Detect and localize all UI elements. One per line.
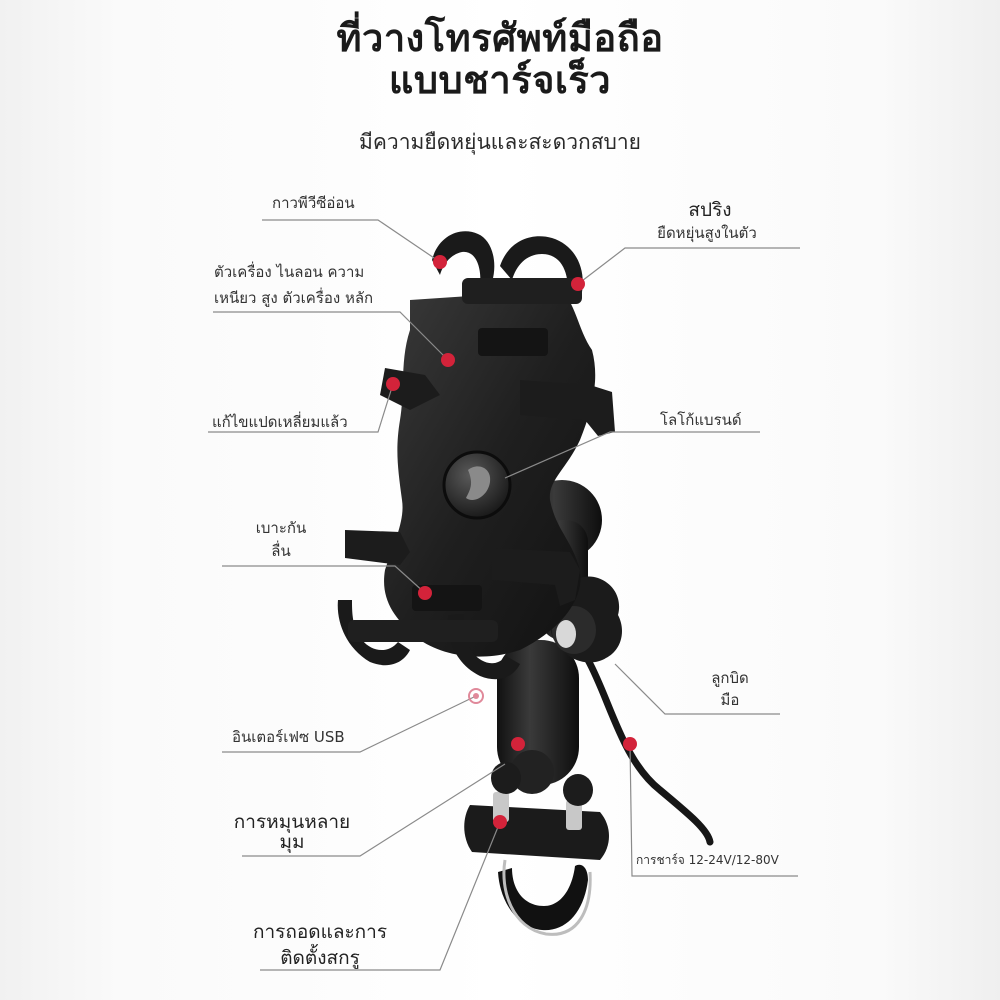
leader-anti-slip (222, 565, 426, 594)
page-title: ที่วางโทรศัพท์มือถือ (336, 16, 664, 60)
leader-rotation (242, 763, 506, 857)
leader-knob (614, 663, 780, 715)
marker-usb (468, 688, 484, 704)
right-lower-arm (492, 548, 580, 606)
marker-install (493, 815, 507, 829)
marker-corner-fix (386, 377, 400, 391)
label-corner-fix: แก้ไขแปดเหลี่ยมแล้ว (212, 413, 348, 431)
marker-rotation (511, 737, 525, 751)
label-nylon-line-2: เหนียว สูง ตัวเครื่อง หลัก (214, 289, 374, 307)
label-pvc-glue: กาวพีวีซีอ่อน (272, 194, 355, 212)
label-anti-slip-line-2: ลื่น (271, 542, 291, 560)
leader-pvc-glue (262, 219, 441, 263)
marker-anti-slip (418, 586, 432, 600)
label-install-line-1: การถอดและการ (252, 921, 388, 943)
leader-install (260, 821, 501, 971)
label-charging: การชาร์จ 12-24V/12-80V (636, 853, 779, 867)
screw-left (493, 792, 509, 822)
handlebar-clamp (498, 864, 588, 931)
marker-nylon (441, 353, 455, 367)
page-subtitle: มีความยืดหยุ่นและสะดวกสบาย (359, 130, 641, 154)
marker-pvc-glue (433, 255, 447, 269)
label-knob-line-2: มือ (720, 691, 740, 709)
label-spring-desc: ยืดหยุ่นสูงในตัว (657, 224, 757, 242)
label-rotation-line-2: มุม (279, 831, 305, 853)
top-right-hook (500, 236, 583, 292)
bottom-right-hook (447, 614, 520, 680)
clamp-base (464, 805, 609, 860)
right-upper-arm (520, 380, 615, 436)
label-rotation-line-1: การหมุนหลาย (233, 811, 351, 833)
label-knob-line-1: ลูกบิด (711, 669, 749, 687)
markers (386, 255, 637, 829)
label-spring-title: สปริง (688, 199, 732, 221)
lower-ball-joint (510, 750, 554, 794)
label-usb: อินเตอร์เฟซ USB (232, 728, 345, 746)
label-install-line-2: ติดตั้งสกรู (280, 947, 360, 969)
usb-cable (584, 656, 714, 846)
label-brand-logo: โลโก้แบรนด์ (660, 411, 742, 429)
marker-spring (571, 277, 585, 291)
leader-corner-fix (208, 383, 394, 433)
leader-brand-logo (504, 431, 760, 479)
leader-nylon (213, 311, 449, 361)
left-lower-arm (345, 530, 410, 565)
label-nylon-line-1: ตัวเครื่อง ไนลอน ความ (214, 263, 365, 281)
label-anti-slip-line-1: เบาะกัน (255, 519, 307, 537)
top-left-hook (432, 231, 495, 286)
leader-usb (222, 695, 477, 753)
leader-charging (629, 743, 798, 877)
screw-right (566, 800, 582, 830)
marker-charging (623, 737, 637, 751)
leader-spring (577, 247, 800, 285)
page-title-line-2: แบบชาร์จเร็ว (388, 58, 612, 102)
leader-lines (208, 219, 800, 971)
bottom-left-hook (337, 600, 410, 666)
top-slot (478, 328, 548, 356)
